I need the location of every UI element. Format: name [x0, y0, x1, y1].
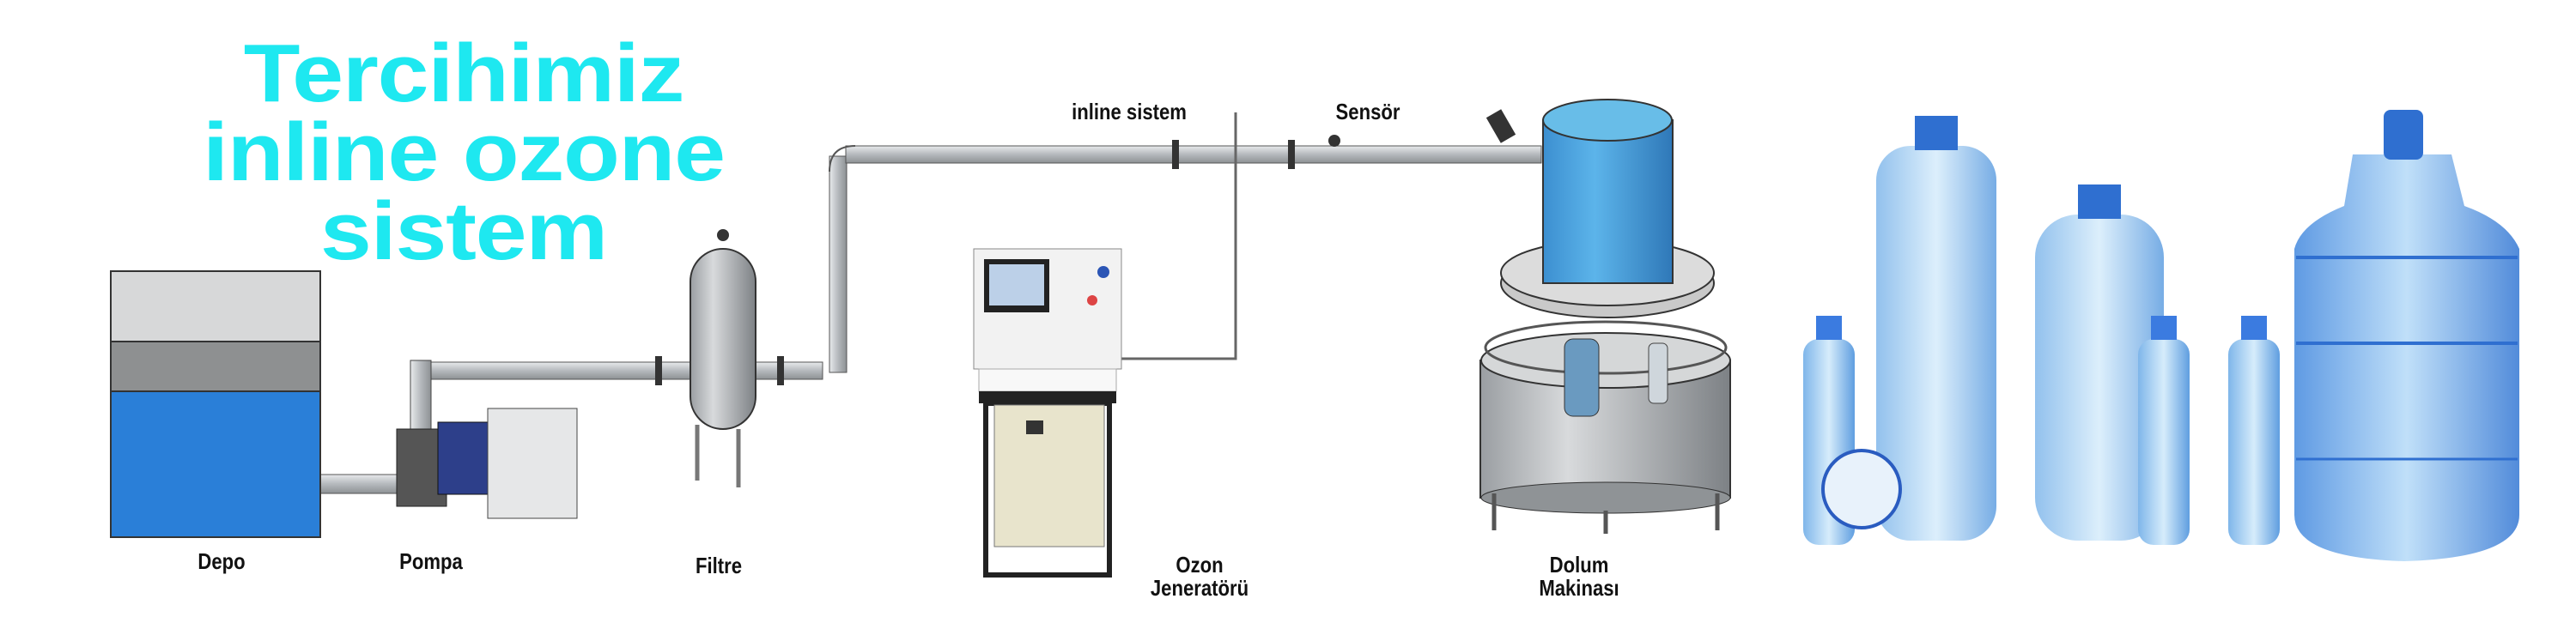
- label-ozon: Ozon: [1176, 552, 1224, 578]
- valve-icon: [1485, 109, 1516, 143]
- label-dolum: Dolum: [1549, 552, 1609, 578]
- label-inline-sistem: inline sistem: [1072, 99, 1187, 124]
- ozone-generator: [973, 248, 1122, 578]
- label-jeneratoru: Jeneratörü: [1150, 575, 1249, 601]
- label-makinasi: Makinası: [1539, 575, 1619, 601]
- pump: [396, 360, 578, 519]
- headline-line-2: inline ozone: [203, 106, 726, 198]
- filling-machine: [1479, 320, 1731, 534]
- label-filtre: Filtre: [695, 553, 743, 578]
- ozone-feed-line: [1121, 112, 1237, 360]
- label-depo: Depo: [197, 548, 246, 574]
- headline-line-3: sistem: [320, 185, 608, 277]
- sensor-icon: [1328, 135, 1340, 147]
- label-sensor: Sensör: [1335, 99, 1400, 124]
- headline-line-1: Tercihimiz: [243, 27, 685, 119]
- buffer-tank: [1500, 99, 1715, 318]
- label-pompa: Pompa: [399, 548, 463, 574]
- depo-tank: [110, 270, 321, 538]
- water-bottles-photo: [1803, 110, 2519, 561]
- filter-vessel: [690, 229, 756, 487]
